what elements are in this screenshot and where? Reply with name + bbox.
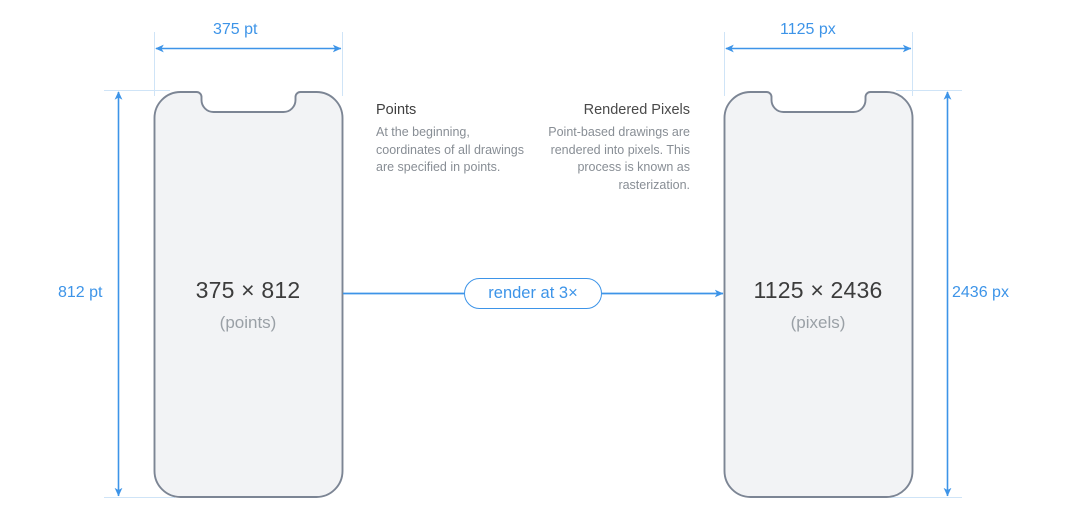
guide-lines — [104, 32, 962, 498]
phone-outline-pixels — [723, 91, 914, 498]
device-caption-points: 375 × 812 (points) — [138, 275, 358, 335]
device-caption-pixels: 1125 × 2436 (pixels) — [708, 275, 928, 335]
description-pixels: Rendered Pixels Point-based drawings are… — [540, 101, 690, 194]
description-pixels-body: Point-based drawings are rendered into p… — [548, 125, 690, 192]
device-unit-pixels: (pixels) — [790, 313, 846, 332]
description-pixels-title: Rendered Pixels — [583, 102, 690, 118]
dimension-label-width-pixels: 1125 px — [780, 21, 836, 38]
phone-outline-points — [153, 91, 344, 498]
device-unit-points: (points) — [219, 313, 277, 332]
dimension-arrows — [114, 44, 952, 497]
render-scale-badge: render at 3× — [464, 278, 602, 309]
device-size-pixels: 1125 × 2436 — [753, 277, 883, 303]
dimension-label-height-pixels: 2436 px — [952, 284, 1009, 301]
dimension-label-width-points: 375 pt — [213, 21, 258, 38]
dimension-label-height-points: 812 pt — [58, 284, 103, 301]
description-points-title: Points — [376, 102, 417, 118]
description-points: Points At the beginning, coordinates of … — [376, 101, 526, 177]
device-size-points: 375 × 812 — [195, 277, 301, 303]
description-points-body: At the beginning, coordinates of all dra… — [376, 125, 524, 174]
